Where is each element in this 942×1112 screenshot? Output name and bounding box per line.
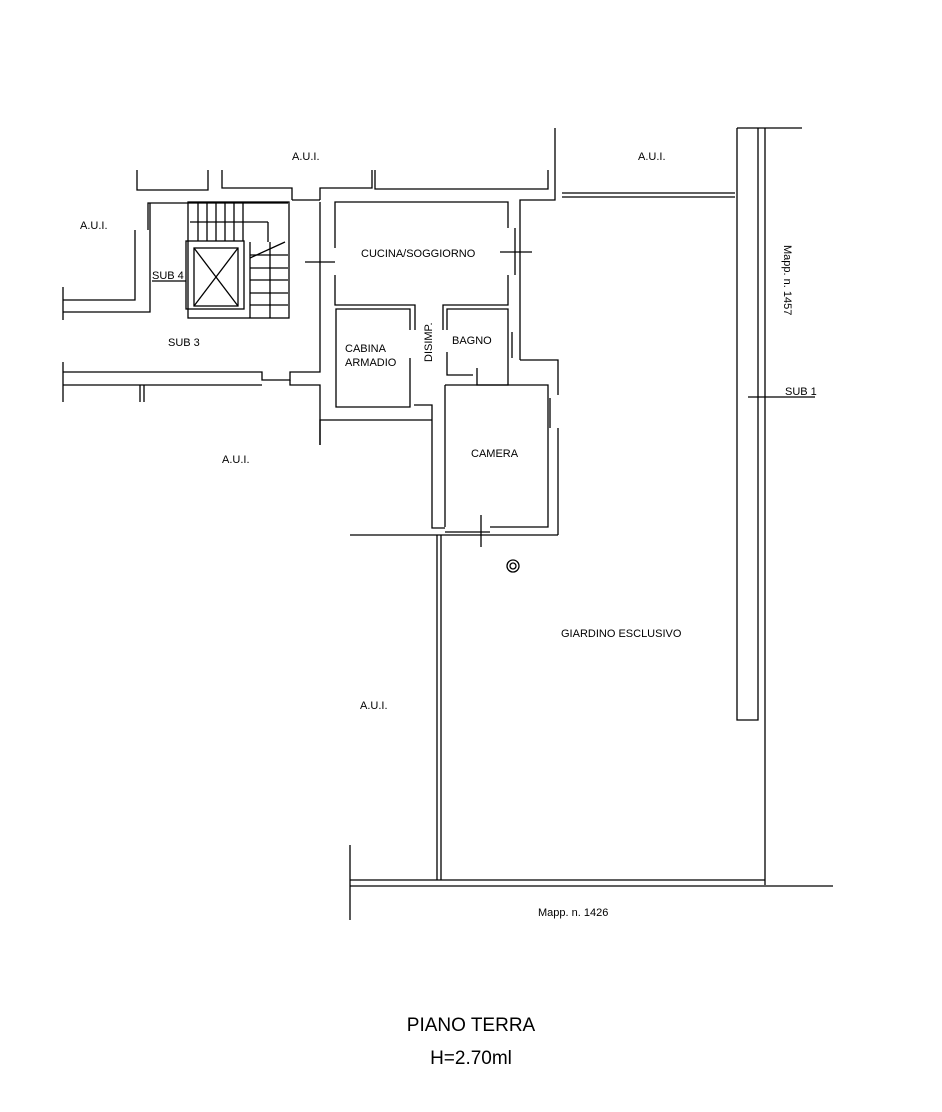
label-sub4: SUB 4 (152, 270, 184, 282)
label-cabina: CABINA (345, 343, 387, 355)
label-disimp: DISIMP. (423, 322, 435, 362)
plan-height: H=2.70ml (430, 1048, 512, 1069)
label-mapp-1457: Mapp. n. 1457 (781, 245, 793, 315)
label-sub1: SUB 1 (785, 386, 817, 398)
label-camera: CAMERA (471, 448, 519, 460)
label-aui-middle-left: A.U.I. (222, 454, 250, 466)
label-mapp-1426: Mapp. n. 1426 (538, 907, 608, 919)
walls (62, 127, 833, 920)
label-aui-top-center: A.U.I. (292, 151, 320, 163)
label-aui-left: A.U.I. (80, 220, 108, 232)
label-giardino-esclusivo: GIARDINO ESCLUSIVO (561, 628, 682, 640)
plan-title: PIANO TERRA (406, 1015, 536, 1036)
label-aui-top-right: A.U.I. (638, 151, 666, 163)
well-icon (506, 559, 520, 573)
label-aui-bottom: A.U.I. (360, 700, 388, 712)
label-armadio: ARMADIO (345, 357, 397, 369)
label-sub3: SUB 3 (168, 337, 200, 349)
label-cucina-soggiorno: CUCINA/SOGGIORNO (361, 248, 476, 260)
label-bagno: BAGNO (452, 335, 492, 347)
